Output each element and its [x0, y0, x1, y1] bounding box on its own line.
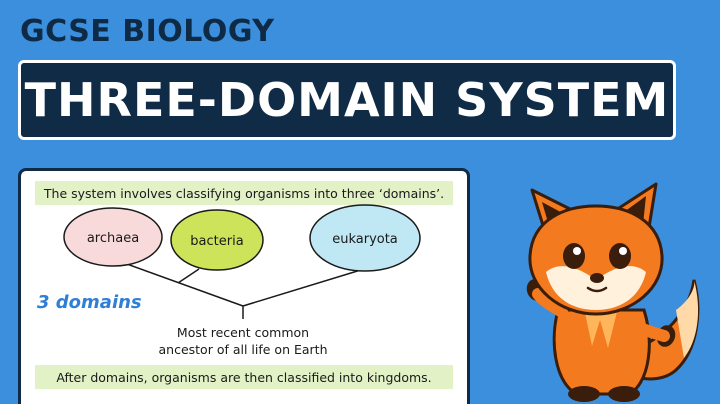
domain-bacteria-label: bacteria	[190, 234, 243, 249]
branch-eukaryota	[242, 268, 365, 307]
domain-eukaryota-label: eukaryota	[332, 232, 398, 247]
title-banner: THREE-DOMAIN SYSTEM	[18, 60, 676, 140]
domain-bacteria-bubble	[170, 209, 264, 271]
ancestor-label-line1: Most recent common	[177, 325, 309, 340]
domains-count-annotation: 3 domains	[37, 292, 142, 313]
branch-bacteria	[177, 268, 200, 284]
domain-archaea-label: archaea	[87, 231, 139, 246]
intro-note: The system involves classifying organism…	[35, 181, 453, 205]
subject-label: GCSE BIOLOGY	[20, 14, 275, 49]
ancestor-label-line2: ancestor of all life on Earth	[159, 342, 328, 357]
fox-mascot-icon	[526, 182, 700, 402]
diagram-card: The system involves classifying organism…	[18, 168, 470, 404]
page-title: THREE-DOMAIN SYSTEM	[24, 73, 670, 127]
kingdoms-note: After domains, organisms are then classi…	[35, 365, 453, 389]
domain-tree-diagram: archaea bacteria eukaryota 3 domains Mos…	[37, 204, 421, 357]
domain-archaea-bubble	[63, 207, 163, 267]
domain-eukaryota-bubble	[309, 204, 421, 272]
